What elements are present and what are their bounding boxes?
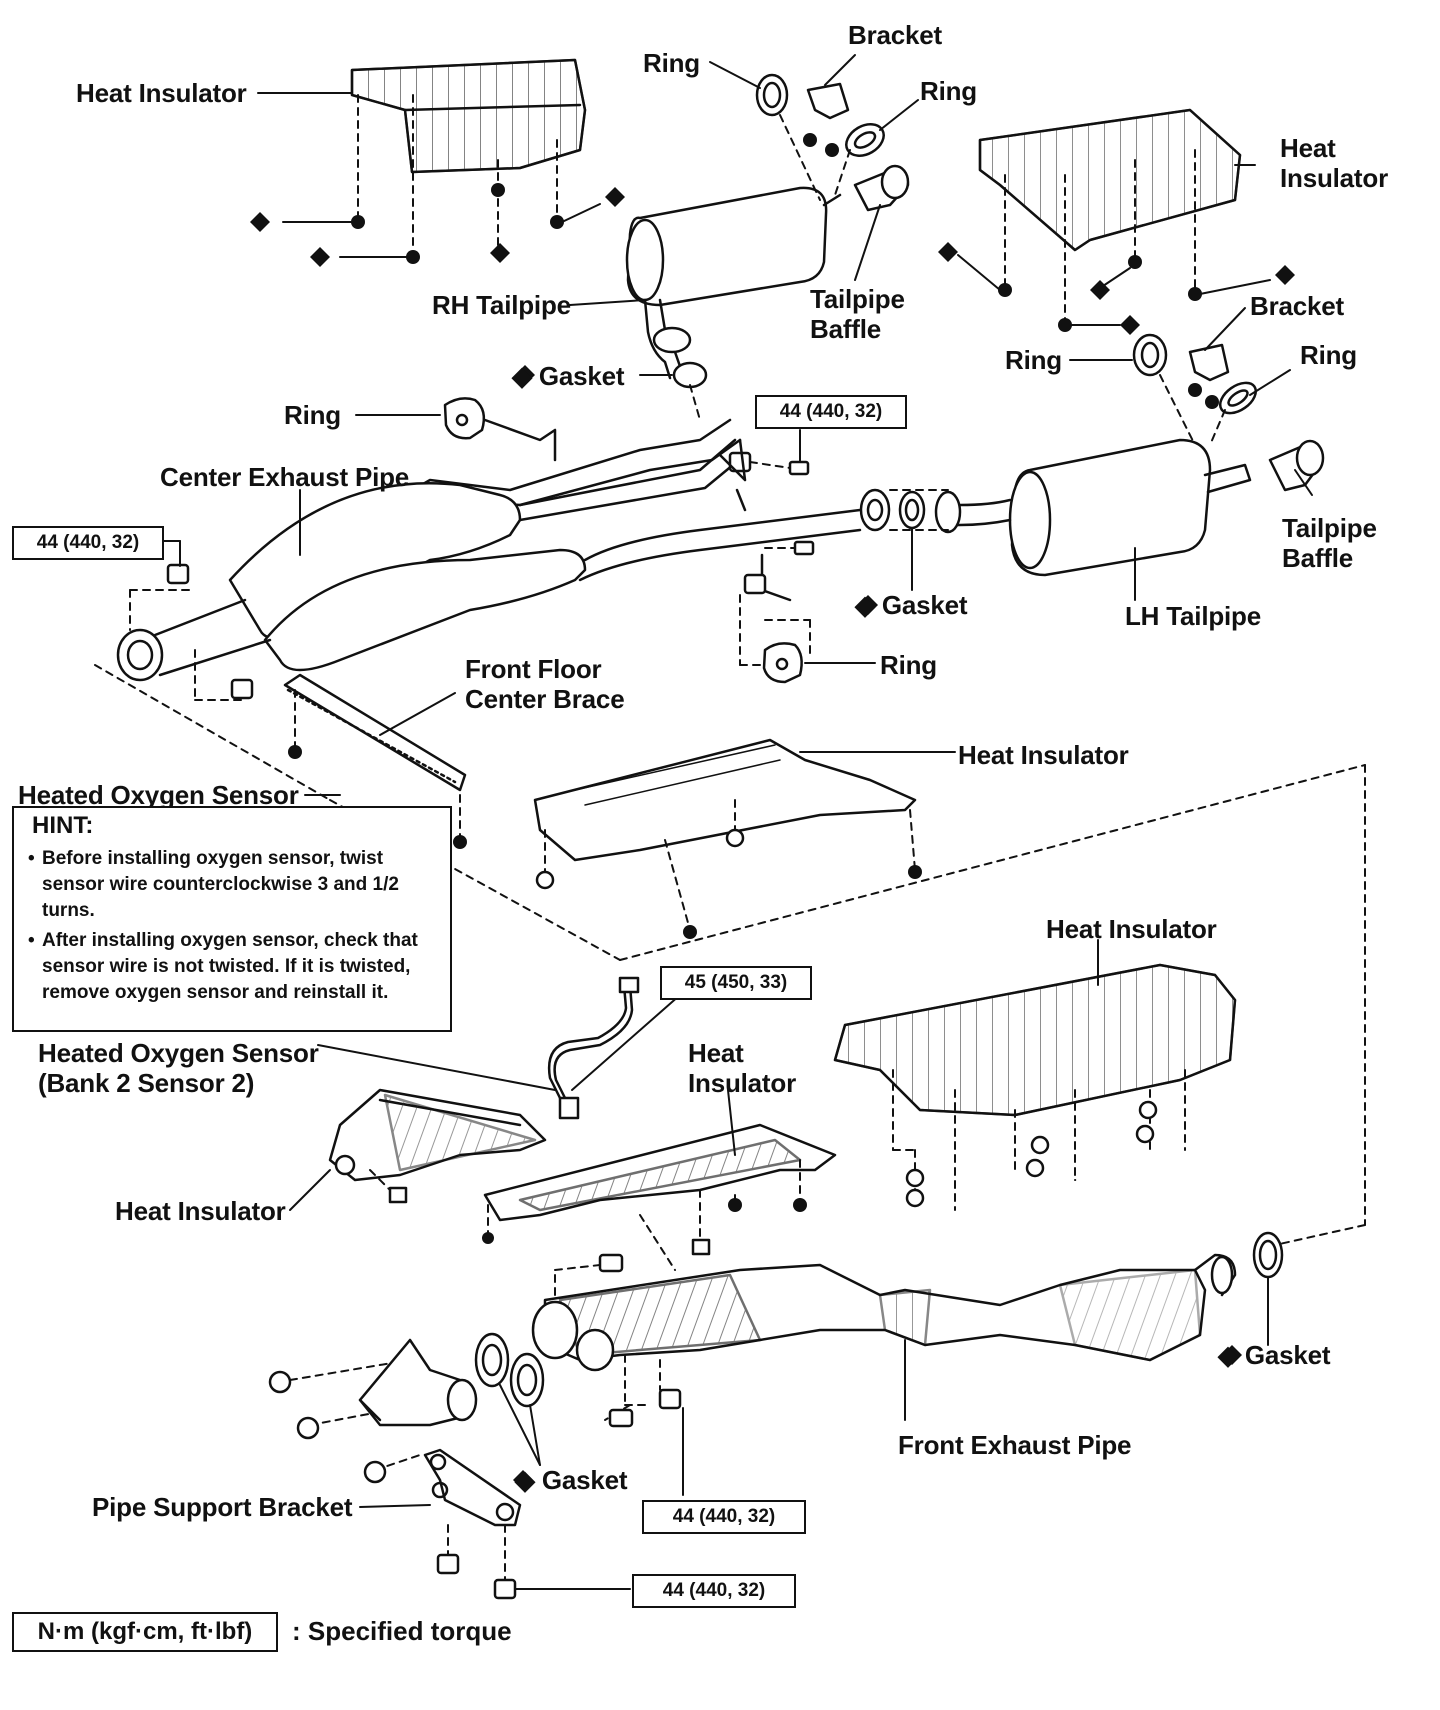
bracket-right xyxy=(1188,343,1230,382)
rh-tailpipe-baffle xyxy=(853,164,910,212)
label-heat-insulator-middle: Heat Insulator xyxy=(958,740,1129,770)
label-pipe-support-bracket: Pipe Support Bracket xyxy=(92,1492,353,1522)
label-bracket-top: Bracket xyxy=(848,20,942,50)
lh-tailpipe-muffler xyxy=(943,438,1252,577)
label-ring-center: Ring xyxy=(284,400,341,430)
front-exhaust-pipe xyxy=(531,1253,1237,1372)
heat-insulator-rh-upper xyxy=(350,58,587,174)
torque-spec-support-bracket: 44 (440, 32) xyxy=(632,1574,796,1608)
gasket-mid xyxy=(898,490,926,530)
diamond-icon: ◆ xyxy=(855,590,875,620)
bullet-icon: • xyxy=(28,848,35,869)
heat-insulator-lh-upper xyxy=(978,108,1242,252)
label-heat-insulator-lower-middle-b: Insulator xyxy=(688,1068,796,1098)
heat-insulator-lower-left xyxy=(328,1088,547,1182)
ring-right-1 xyxy=(1132,333,1168,377)
legend-torque-units: N·m (kgf·cm, ft·lbf) xyxy=(12,1612,278,1652)
label-tailpipe-baffle-1b: Baffle xyxy=(810,314,882,344)
ring-center-lower xyxy=(760,553,803,684)
label-ring-top-1: Ring xyxy=(643,48,700,78)
label-gasket-4: ◆ Gasket xyxy=(515,1465,628,1495)
lh-flange xyxy=(934,490,962,534)
label-tailpipe-baffle-2b: Baffle xyxy=(1282,543,1354,573)
label-front-floor-center-brace-b: Center Brace xyxy=(465,684,625,714)
ring-center-upper xyxy=(443,397,557,462)
center-pipe-flange xyxy=(859,488,891,532)
gasket-front-right xyxy=(1252,1231,1284,1279)
label-rh-tailpipe: RH Tailpipe xyxy=(432,290,571,320)
heated-oxygen-sensor-b2s2 xyxy=(547,976,640,1120)
heat-insulator-lower-middle xyxy=(483,1123,837,1222)
lh-tailpipe-baffle xyxy=(1268,439,1325,492)
gasket-rh xyxy=(672,361,708,389)
label-heated-oxygen-sensor-b2s2-a: Heated Oxygen Sensor xyxy=(38,1038,319,1068)
ring-top-2 xyxy=(845,123,885,157)
label-heat-insulator-top-right-2: Insulator xyxy=(1280,163,1388,193)
label-lh-tailpipe: LH Tailpipe xyxy=(1125,601,1261,631)
label-bracket-right: Bracket xyxy=(1250,291,1344,321)
label-heated-oxygen-sensor: Heated Oxygen Sensor xyxy=(18,780,299,810)
label-heat-insulator-lower-right: Heat Insulator xyxy=(1046,914,1217,944)
hint-item-2: • After installing oxygen sensor, check … xyxy=(28,930,418,1003)
diamond-icon: ◆ xyxy=(512,361,532,391)
label-front-floor-center-brace-a: Front Floor xyxy=(465,654,602,684)
label-heat-insulator-lower-left: Heat Insulator xyxy=(115,1196,286,1226)
label-gasket-1: ◆ Gasket xyxy=(512,361,625,391)
label-heat-insulator-top-left: Heat Insulator xyxy=(76,78,247,108)
label-ring-top-2: Ring xyxy=(920,76,977,106)
hint-box: HINT: • Before installing oxygen sensor,… xyxy=(12,806,452,1032)
heat-insulator-middle xyxy=(533,738,917,862)
label-tailpipe-baffle-2a: Tailpipe xyxy=(1282,513,1377,543)
pipe-support-bracket xyxy=(423,1448,522,1527)
torque-spec-center-upper: 44 (440, 32) xyxy=(755,395,907,429)
hint-item-1: • Before installing oxygen sensor, twist… xyxy=(28,848,399,921)
label-ring-right-2: Ring xyxy=(1300,340,1357,370)
exhaust-manifold-stub xyxy=(358,1338,478,1427)
diamond-icon: ◆ xyxy=(515,1465,535,1495)
torque-spec-center-left: 44 (440, 32) xyxy=(12,526,164,560)
center-exhaust-pipe xyxy=(116,418,862,682)
gasket-pair-lower xyxy=(474,1332,545,1408)
label-front-exhaust-pipe: Front Exhaust Pipe xyxy=(898,1430,1132,1460)
hint-title: HINT: xyxy=(32,812,94,839)
label-tailpipe-baffle-1a: Tailpipe xyxy=(810,284,905,314)
label-heated-oxygen-sensor-b2s2-b: (Bank 2 Sensor 2) xyxy=(38,1068,255,1098)
front-floor-center-brace xyxy=(283,673,467,792)
legend-text: : Specified torque xyxy=(292,1616,512,1646)
label-heat-insulator-lower-middle-a: Heat xyxy=(688,1038,744,1068)
label-center-exhaust-pipe: Center Exhaust Pipe xyxy=(160,462,410,492)
ring-right-2 xyxy=(1218,381,1258,415)
torque-spec-front-pipe: 44 (440, 32) xyxy=(642,1500,806,1534)
ring-top-1 xyxy=(755,73,789,117)
label-ring-lower: Ring xyxy=(880,650,937,680)
label-gasket-2: ◆ Gasket xyxy=(855,590,968,620)
label-ring-right-1: Ring xyxy=(1005,345,1062,375)
label-heat-insulator-top-right-1: Heat xyxy=(1280,133,1336,163)
rh-tailpipe-muffler xyxy=(625,186,842,380)
torque-spec-oxygen-sensor: 45 (450, 33) xyxy=(660,966,812,1000)
bullet-icon: • xyxy=(28,930,35,951)
bracket-top-1 xyxy=(806,82,850,120)
heat-insulator-lower-right xyxy=(833,963,1237,1117)
diamond-icon: ◆ xyxy=(1218,1340,1238,1370)
label-gasket-3: ◆ Gasket xyxy=(1218,1340,1331,1370)
